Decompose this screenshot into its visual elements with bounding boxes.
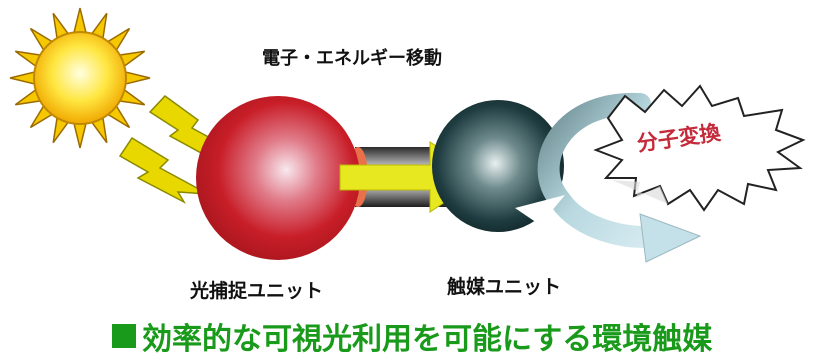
light-harvesting-sphere [196,96,360,260]
light-harvesting-unit-label: 光捕捉ユニット [190,280,324,302]
caption-text: 効率的な可視光利用を可能にする環境触媒 [142,322,713,357]
sun-ray [9,70,38,86]
catalyst-unit-label: 触媒ユニット [447,276,562,298]
bullet-square-icon [112,324,136,348]
caption: 効率的な可視光利用を可能にする環境触媒 [112,314,712,358]
electron-energy-transfer-label: 電子・エネルギー移動 [262,48,442,69]
sun-ray [122,70,151,86]
sun-ray [72,120,88,149]
sun-icon [9,7,151,149]
curved-arrow-icon [515,92,702,263]
sun-ray [72,7,88,36]
lightning-bolt-icon [118,136,209,204]
catalyst-sphere [432,100,564,232]
starburst-shape [593,84,806,212]
